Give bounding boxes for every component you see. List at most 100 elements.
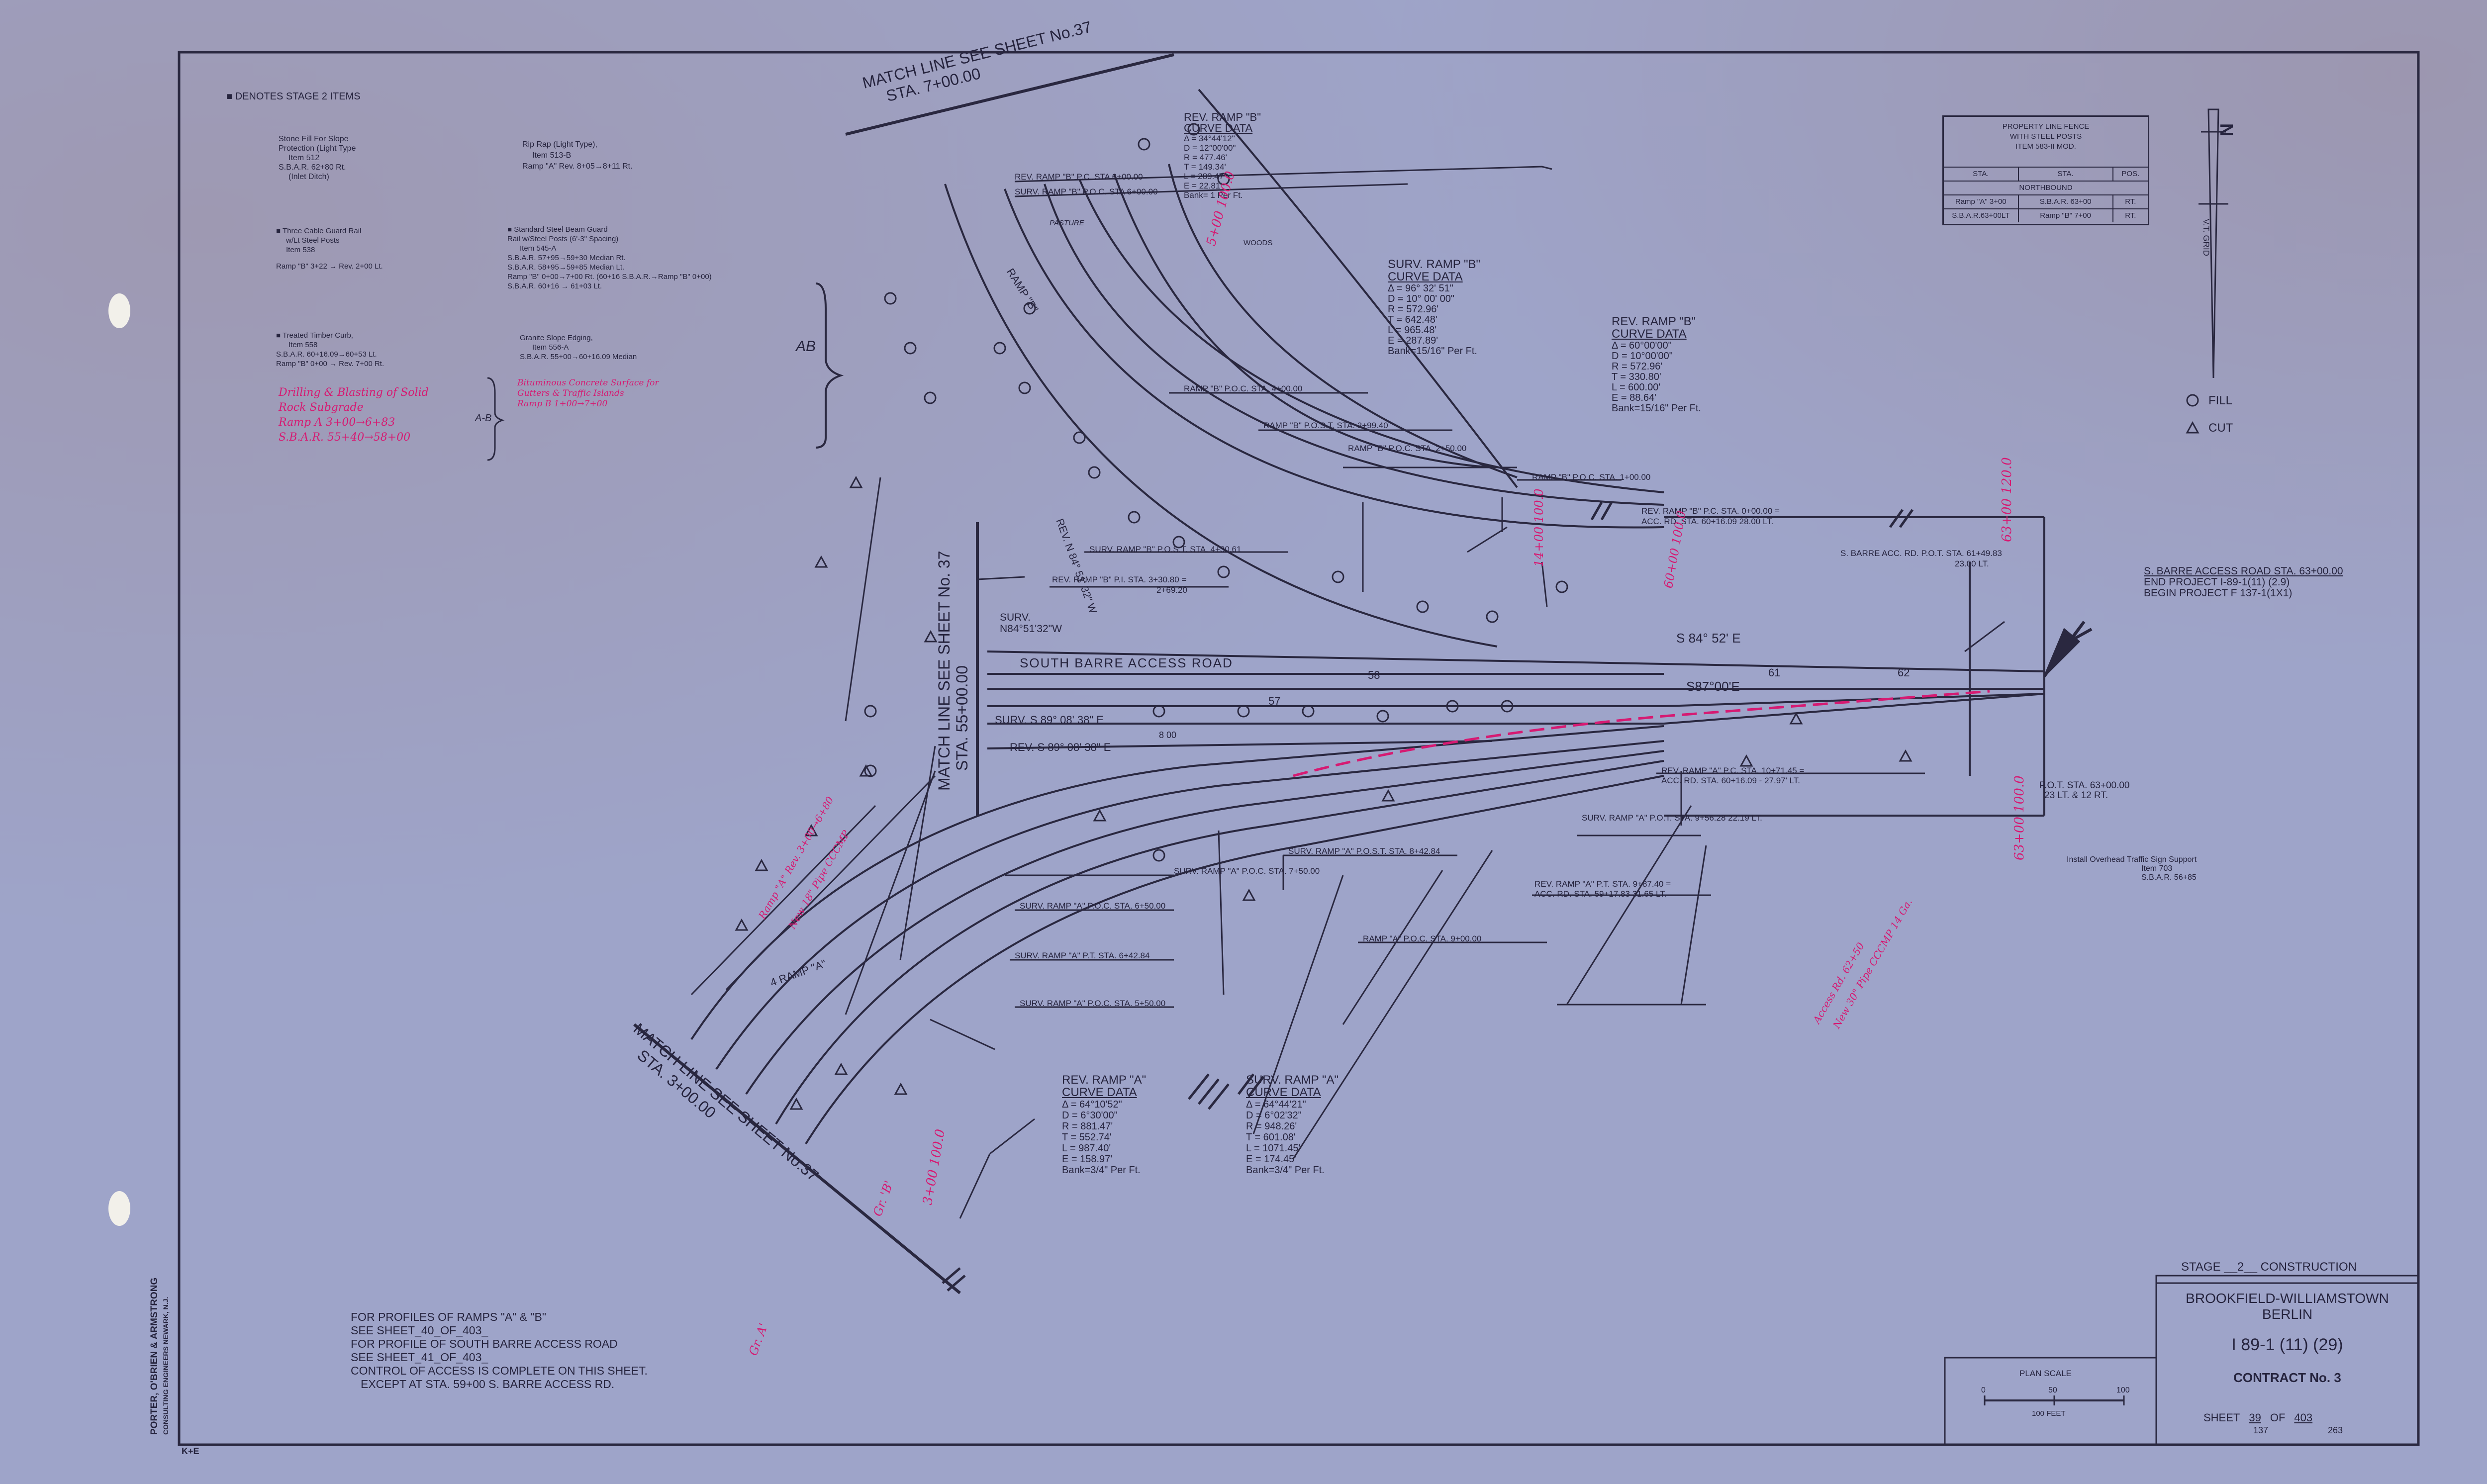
legend-beam-guard: ■ Standard Steel Beam Guard Rail w/Steel…: [507, 225, 712, 291]
table-header-row: STA. STA. POS.: [1944, 167, 2148, 181]
legend-line: (Inlet Ditch): [288, 173, 329, 181]
table-row: S.B.A.R.63+00LT Ramp "B" 7+00 RT.: [1944, 208, 2148, 222]
curve-line: R = 572.96': [1612, 361, 1663, 372]
note-line: SEE SHEET_40_OF_403_: [351, 1324, 488, 1337]
match-line-mid-label: MATCH LINE SEE SHEET No. 37 STA. 55+00.0…: [935, 551, 971, 791]
curve-line: Bank=3/4" Per Ft.: [1246, 1165, 1325, 1176]
firm-line: CONSULTING ENGINEERS NEWARK, N.J.: [162, 1297, 170, 1435]
curve-line: D = 12°00'00": [1184, 143, 1236, 153]
station-label: SURV. RAMP "A" P.O.C. STA. 6+50.00: [1020, 901, 1166, 911]
station-label: SURV. RAMP "A" P.O.C. STA. 5+50.00: [1020, 999, 1166, 1008]
legend-line: S.B.A.R. 57+95→59+30 Median Rt.: [507, 254, 626, 262]
titleblock-place: BROOKFIELD-WILLIAMSTOWN BERLIN: [2156, 1291, 2418, 1322]
table-title: WITH STEEL POSTS: [2009, 132, 2082, 141]
curve-line: R = 572.96': [1388, 304, 1439, 315]
legend-line: Rail w/Steel Posts (6'-3" Spacing): [507, 235, 619, 243]
curve-line: L = 987.40': [1062, 1143, 1111, 1154]
curve-line: L = 965.48': [1388, 325, 1437, 336]
sheet-label: SHEET: [2203, 1411, 2240, 1424]
station-label: P.O.T. STA. 63+00.00 23 LT. & 12 RT.: [2039, 781, 2130, 801]
legend-line: Ramp "B" 3+22 → Rev. 2+00 Lt.: [276, 262, 383, 271]
legend-line: ■ Treated Timber Curb,: [276, 331, 353, 340]
legend-line: Item 545-A: [520, 244, 557, 253]
table-cell: RT.: [2112, 209, 2148, 222]
scale-title: PLAN SCALE: [2019, 1369, 2072, 1378]
note-line: S.B.A.R. 56+85: [2141, 873, 2197, 882]
property-fence-table: PROPERTY LINE FENCE WITH STEEL POSTS ITE…: [1942, 115, 2149, 225]
scale-frame: [1944, 1357, 2157, 1446]
red-station-note: 63+00 100.0: [2012, 775, 2027, 860]
curve-line: T = 601.08': [1246, 1132, 1296, 1143]
curve-line: E = 22.81': [1184, 181, 1222, 190]
sheet-total: 403: [2294, 1411, 2313, 1424]
note-line: Install Overhead Traffic Sign Support: [2067, 855, 2197, 864]
note-line: SEE SHEET_41_OF_403_: [351, 1351, 488, 1364]
station-text: REV. RAMP "A" P.C. STA. 10+71.45 =: [1661, 766, 1805, 775]
match-text: MATCH LINE SEE SHEET No. 37: [935, 551, 953, 791]
table-cell: S.B.A.R.63+00LT: [1952, 211, 2010, 220]
curve-data-rev-b-right: REV. RAMP "B" CURVE DATA Δ = 60°00'00" D…: [1612, 316, 1701, 414]
curve-heading: REV. RAMP "B": [1184, 111, 1261, 123]
curve-data-rev-b-top: REV. RAMP "B" CURVE DATA Δ = 34°44'12" D…: [1184, 112, 1261, 200]
north-label: N: [2216, 123, 2237, 136]
station-label: SURV. RAMP "A" P.O.T. STA. 9+56.28 22.19…: [1582, 813, 1762, 823]
curve-line: Δ = 96° 32' 51": [1388, 283, 1453, 294]
station-text: END PROJECT I-89-1(11) (2.9): [2144, 576, 2290, 588]
ramp-a-lines: [690, 725, 1664, 1145]
table-header: POS.: [2112, 168, 2148, 181]
station-tick: 57: [1268, 695, 1281, 707]
table-cell: RT.: [2112, 195, 2148, 208]
binder-hole-top: [108, 293, 130, 328]
scale-tick: 50: [2048, 1386, 2057, 1394]
curve-line: Bank=3/4" Per Ft.: [1062, 1165, 1141, 1176]
sheet-of: OF: [2270, 1411, 2286, 1424]
legend-line: S.B.A.R. 55+00→60+16.09 Median: [520, 353, 637, 361]
station-text: 23 LT. & 12 RT.: [2044, 790, 2108, 801]
bearing-label: S 84° 52' E: [1676, 631, 1741, 646]
legend-rip-rap: Rip Rap (Light Type), Item 513-B Ramp "A…: [522, 139, 633, 172]
station-label: RAMP "B" P.O.C. STA. 2+50.00: [1348, 444, 1467, 453]
station-label: SURV. RAMP "A" P.T. STA. 6+42.84: [1015, 951, 1150, 960]
profile-notes: FOR PROFILES OF RAMPS "A" & "B" SEE SHEE…: [351, 1310, 648, 1391]
station-label: REV. RAMP "B" P.C. STA. 0+00.00 = ACC. R…: [1641, 506, 1780, 527]
legend-line: Gutters & Traffic Islands: [517, 388, 624, 398]
station-text: 2+69.20: [1156, 585, 1187, 595]
legend-line: Ramp "B" 0+00→7+00 Rt. (60+16 S.B.A.R.→R…: [507, 273, 712, 281]
station-label: REV. RAMP "A" P.T. STA. 9+87.40 = ACC. R…: [1534, 879, 1671, 899]
station-label: RAMP "B" P.O.C. STA. 4+00.00: [1184, 384, 1303, 393]
curve-line: L = 1071.45': [1246, 1143, 1301, 1154]
curve-heading: CURVE DATA: [1388, 270, 1463, 283]
curve-data-surv-a: SURV. RAMP "A" CURVE DATA Δ = 64°44'21" …: [1246, 1074, 1339, 1176]
grid-label: V.T. GRID: [2201, 219, 2211, 256]
curve-line: Bank=15/16" Per Ft.: [1388, 346, 1477, 357]
curve-heading: REV. RAMP "B": [1612, 315, 1696, 328]
curve-line: Δ = 60°00'00": [1612, 340, 1672, 351]
legend-line: Item 512: [288, 154, 320, 162]
station-text: P.O.T. STA. 63+00.00: [2039, 780, 2130, 791]
legend-line: S.B.A.R. 60+16 → 61+03 Lt.: [507, 282, 602, 290]
curve-heading: CURVE DATA: [1246, 1086, 1321, 1099]
station-tick: 62: [1898, 666, 1910, 679]
curve-line: T = 552.74': [1062, 1132, 1112, 1143]
legend-line: Item 558: [288, 341, 318, 349]
red-trace: [1293, 690, 1990, 777]
table-title: PROPERTY LINE FENCE: [2002, 122, 2090, 131]
station-label: REV. RAMP "B" P.C. STA 6+00.00: [1015, 172, 1143, 182]
cut-label: CUT: [2208, 421, 2233, 435]
curve-line: E = 158.97': [1062, 1154, 1113, 1165]
legend-line: Granite Slope Edging,: [520, 334, 593, 342]
end-project-label: S. BARRE ACCESS ROAD STA. 63+00.00 END P…: [2144, 566, 2343, 599]
station-label: REV. RAMP "B" P.I. STA. 3+30.80 = 2+69.2…: [1052, 574, 1187, 595]
fill-symbol: [2186, 394, 2199, 407]
curve-line: R = 477.46': [1184, 153, 1227, 162]
station-text: N84°51'32"W: [1000, 623, 1062, 635]
legend-line: Ramp "A" Rev. 8+05→8+11 Rt.: [522, 162, 633, 171]
legend-drilling: Drilling & Blasting of Solid Rock Subgra…: [279, 385, 429, 445]
station-text: ACC. RD. STA. 60+16.09 28.00 LT.: [1641, 517, 1774, 526]
curve-line: Δ = 34°44'12": [1184, 134, 1235, 143]
woods-label: WOODS: [1244, 239, 1273, 247]
sheet-number: SHEET 39 OF 403: [2203, 1411, 2312, 1424]
station-text: REV. RAMP "B" P.C. STA. 0+00.00 =: [1641, 506, 1780, 516]
legend-line: Bituminous Concrete Surface for: [517, 378, 659, 388]
pasture-label: PASTURE: [1050, 219, 1084, 227]
